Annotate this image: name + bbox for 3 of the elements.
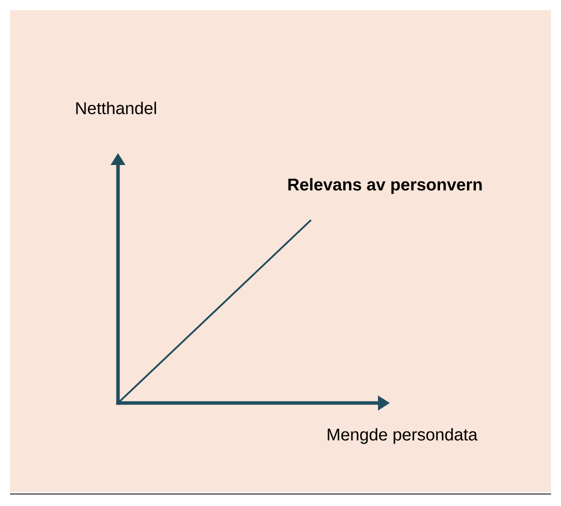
- axis-label: Mengde persondata: [328, 428, 478, 444]
- line-label: Relevans av personvern: [288, 178, 482, 194]
- axis-label: Netthandel: [76, 102, 156, 114]
